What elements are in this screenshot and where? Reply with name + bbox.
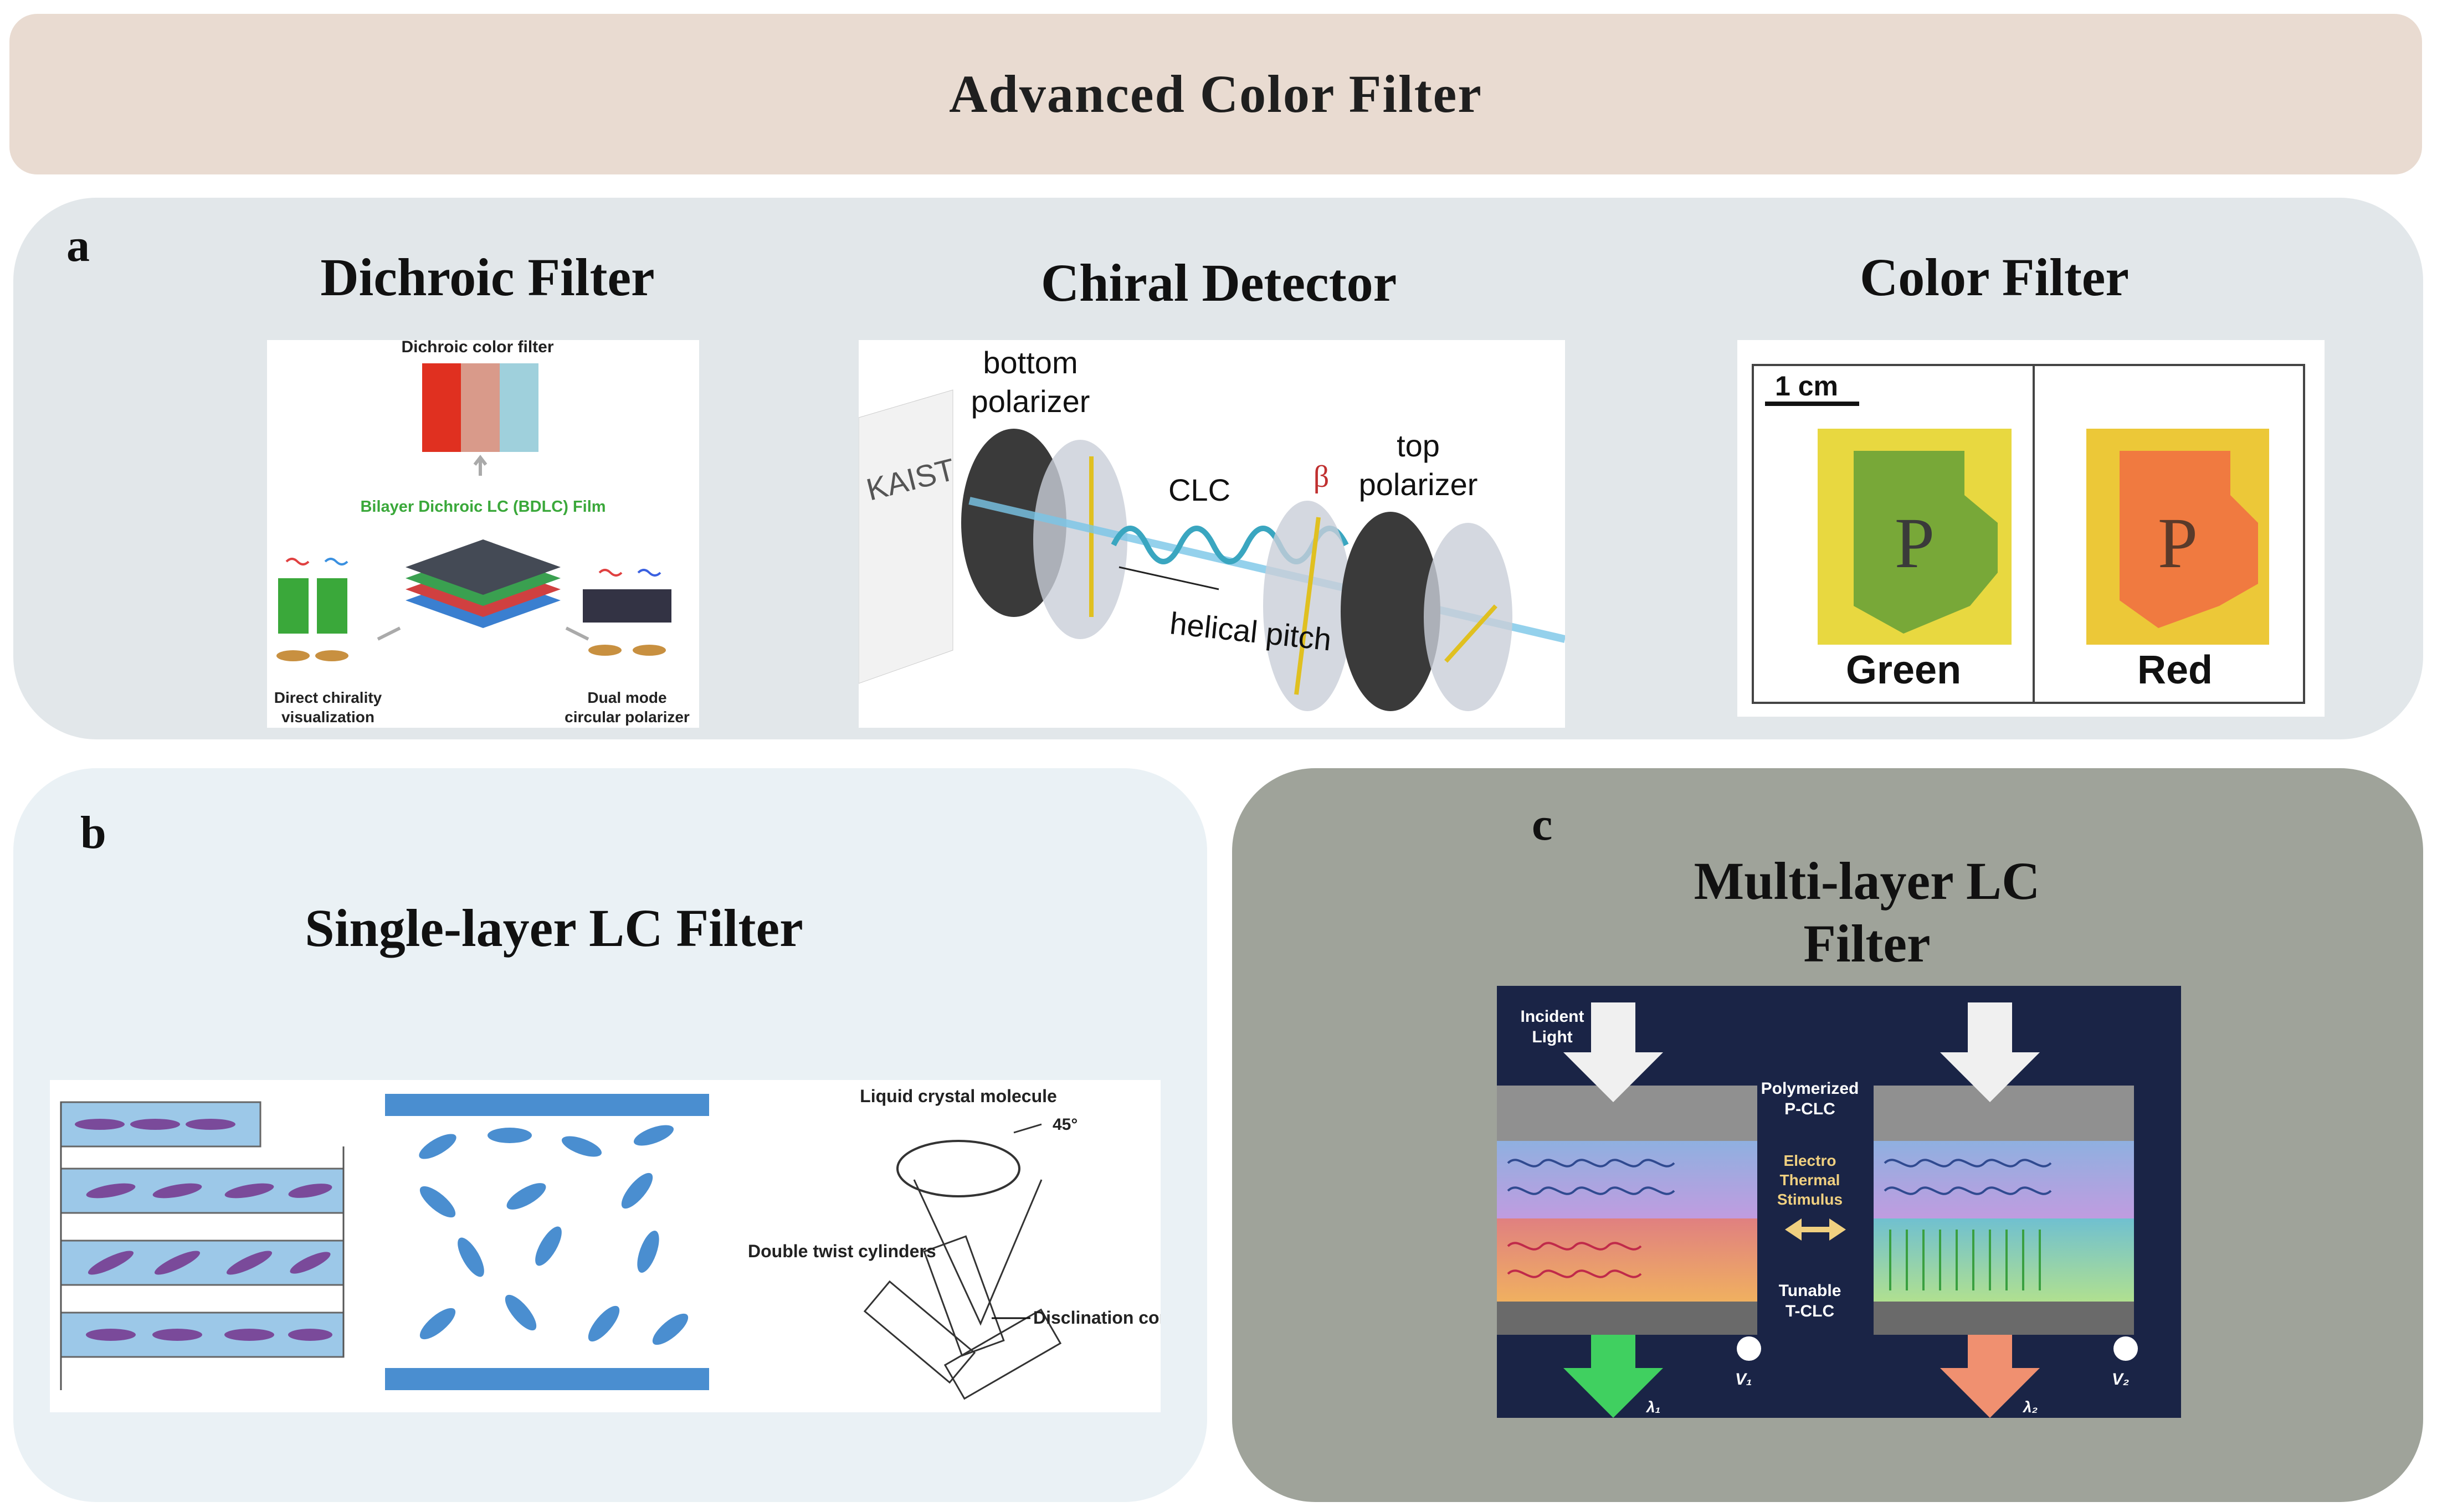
lc-molecule-label: Liquid crystal molecule (860, 1086, 1057, 1106)
clc-label: CLC (1168, 472, 1230, 507)
pink-strip (461, 363, 500, 452)
right-p-letter: P (2158, 503, 2198, 583)
dichroic-top-label: Dichroic color filter (401, 340, 553, 356)
single-layer-image: Liquid crystal molecule 45° Double twist… (50, 1080, 1161, 1412)
multi-layer-title-2: Filter (1803, 914, 1931, 973)
up-arrow-icon (473, 455, 488, 476)
double-arrow-icon (1785, 1218, 1846, 1241)
incident-arrow-right (1940, 1002, 2040, 1102)
left-cell-block (1497, 1086, 1757, 1335)
green-label: Green (1846, 648, 1961, 692)
red-sample-fill (2120, 451, 2258, 628)
v2-label: V₂ (2112, 1370, 2129, 1388)
polymerized-label-2: P-CLC (1784, 1100, 1835, 1118)
incident-label-2: Light (1532, 1028, 1572, 1046)
panel-a-letter: a (66, 220, 90, 271)
red-strip (422, 363, 461, 452)
multi-layer-title-1: Multi-layer LC (1694, 851, 2040, 911)
film-stack (406, 539, 561, 628)
beta-label: β (1314, 460, 1330, 494)
tunable-label-1: Tunable (1779, 1282, 1841, 1300)
scale-label: 1 cm (1775, 371, 1838, 402)
middle-axis-arrow (1294, 517, 1321, 695)
bottom-filter-disc (1033, 440, 1127, 639)
stimulus-label-2: Thermal (1780, 1171, 1840, 1189)
panel-c-letter: c (1532, 799, 1553, 850)
kaist-sign (859, 389, 953, 684)
multi-layer-figure: Incident Light Polymerized P-CLC Electro… (1497, 1002, 2138, 1418)
double-twist-label: Double twist cylinders (748, 1241, 936, 1261)
pitch-arrow (1119, 566, 1219, 590)
right-cell-block (1874, 1086, 2134, 1335)
left-label-1: Direct chirality (274, 689, 382, 706)
chiral-detector-image: KAIST bottom polarizer CLC β top polariz… (859, 340, 1565, 728)
output-arrow-green (1563, 1335, 1663, 1418)
stimulus-label-3: Stimulus (1777, 1191, 1843, 1208)
top-axis-arrow (1444, 604, 1497, 663)
chiral-detector-title: Chiral Detector (1040, 253, 1397, 312)
tunable-label-2: T-CLC (1786, 1302, 1834, 1320)
left-label-2: visualization (281, 708, 374, 726)
left-device (276, 558, 348, 661)
disclination-core-label: Disclination core (1033, 1308, 1161, 1328)
bottom-polarizer-label-1: bottom (983, 345, 1078, 380)
lc-cell (385, 1094, 709, 1390)
chiral-detector-figure: KAIST bottom polarizer CLC β top polariz… (859, 345, 1565, 711)
multi-layer-image: Incident Light Polymerized P-CLC Electro… (1497, 986, 2181, 1418)
output-arrow-red (1940, 1335, 2040, 1418)
layered-stack (60, 1101, 345, 1390)
incident-arrow-left (1563, 1002, 1663, 1102)
right-label-2: circular polarizer (565, 708, 690, 726)
cyan-strip (500, 363, 538, 452)
left-arrow-icon (377, 626, 401, 641)
v1-label: V₁ (1735, 1370, 1752, 1388)
left-p-letter: P (1895, 503, 1935, 583)
angle-label: 45° (1053, 1115, 1078, 1134)
incident-label-1: Incident (1520, 1007, 1584, 1026)
color-filter-image: 1 cm P P Green Red (1737, 340, 2325, 717)
top-polarizer-label-2: polarizer (1359, 467, 1478, 502)
bottom-polarizer-label-2: polarizer (971, 384, 1090, 419)
color-filter-title: Color Filter (1859, 248, 2130, 307)
color-filter-figure: 1 cm P P Green Red (1752, 364, 2305, 704)
dichroic-filter-figure: Dichroic color filter Bilayer Dichroic L… (274, 340, 690, 726)
dichroic-filter-image: Dichroic color filter Bilayer Dichroic L… (267, 340, 699, 728)
v1-terminal (1737, 1336, 1761, 1361)
bdlc-film-label: Bilayer Dichroic LC (BDLC) Film (360, 498, 606, 516)
right-arrow-icon (565, 626, 589, 641)
dichroic-filter-title: Dichroic Filter (320, 248, 655, 307)
stimulus-label-1: Electro (1784, 1152, 1836, 1169)
v2-terminal (2113, 1336, 2138, 1361)
right-label-1: Dual mode (587, 689, 666, 706)
single-layer-figure: Liquid crystal molecule 45° Double twist… (60, 1086, 1161, 1400)
red-label: Red (2137, 648, 2213, 692)
title-banner: Advanced Color Filter (9, 14, 2422, 174)
right-device (583, 569, 671, 656)
green-sample-fill (1854, 451, 1998, 634)
top-polarizer-disc (1341, 512, 1440, 711)
double-twist-diagram (863, 1123, 1062, 1400)
page-title: Advanced Color Filter (949, 64, 1482, 124)
top-filter-disc (1424, 523, 1512, 711)
lambda2-label: λ₂ (2022, 1398, 2038, 1416)
top-polarizer-label-1: top (1397, 428, 1440, 463)
panel-b-letter: b (80, 807, 106, 858)
polymerized-label-1: Polymerized (1761, 1079, 1859, 1098)
single-layer-title: Single-layer LC Filter (305, 898, 803, 958)
lambda1-label: λ₁ (1645, 1398, 1660, 1416)
